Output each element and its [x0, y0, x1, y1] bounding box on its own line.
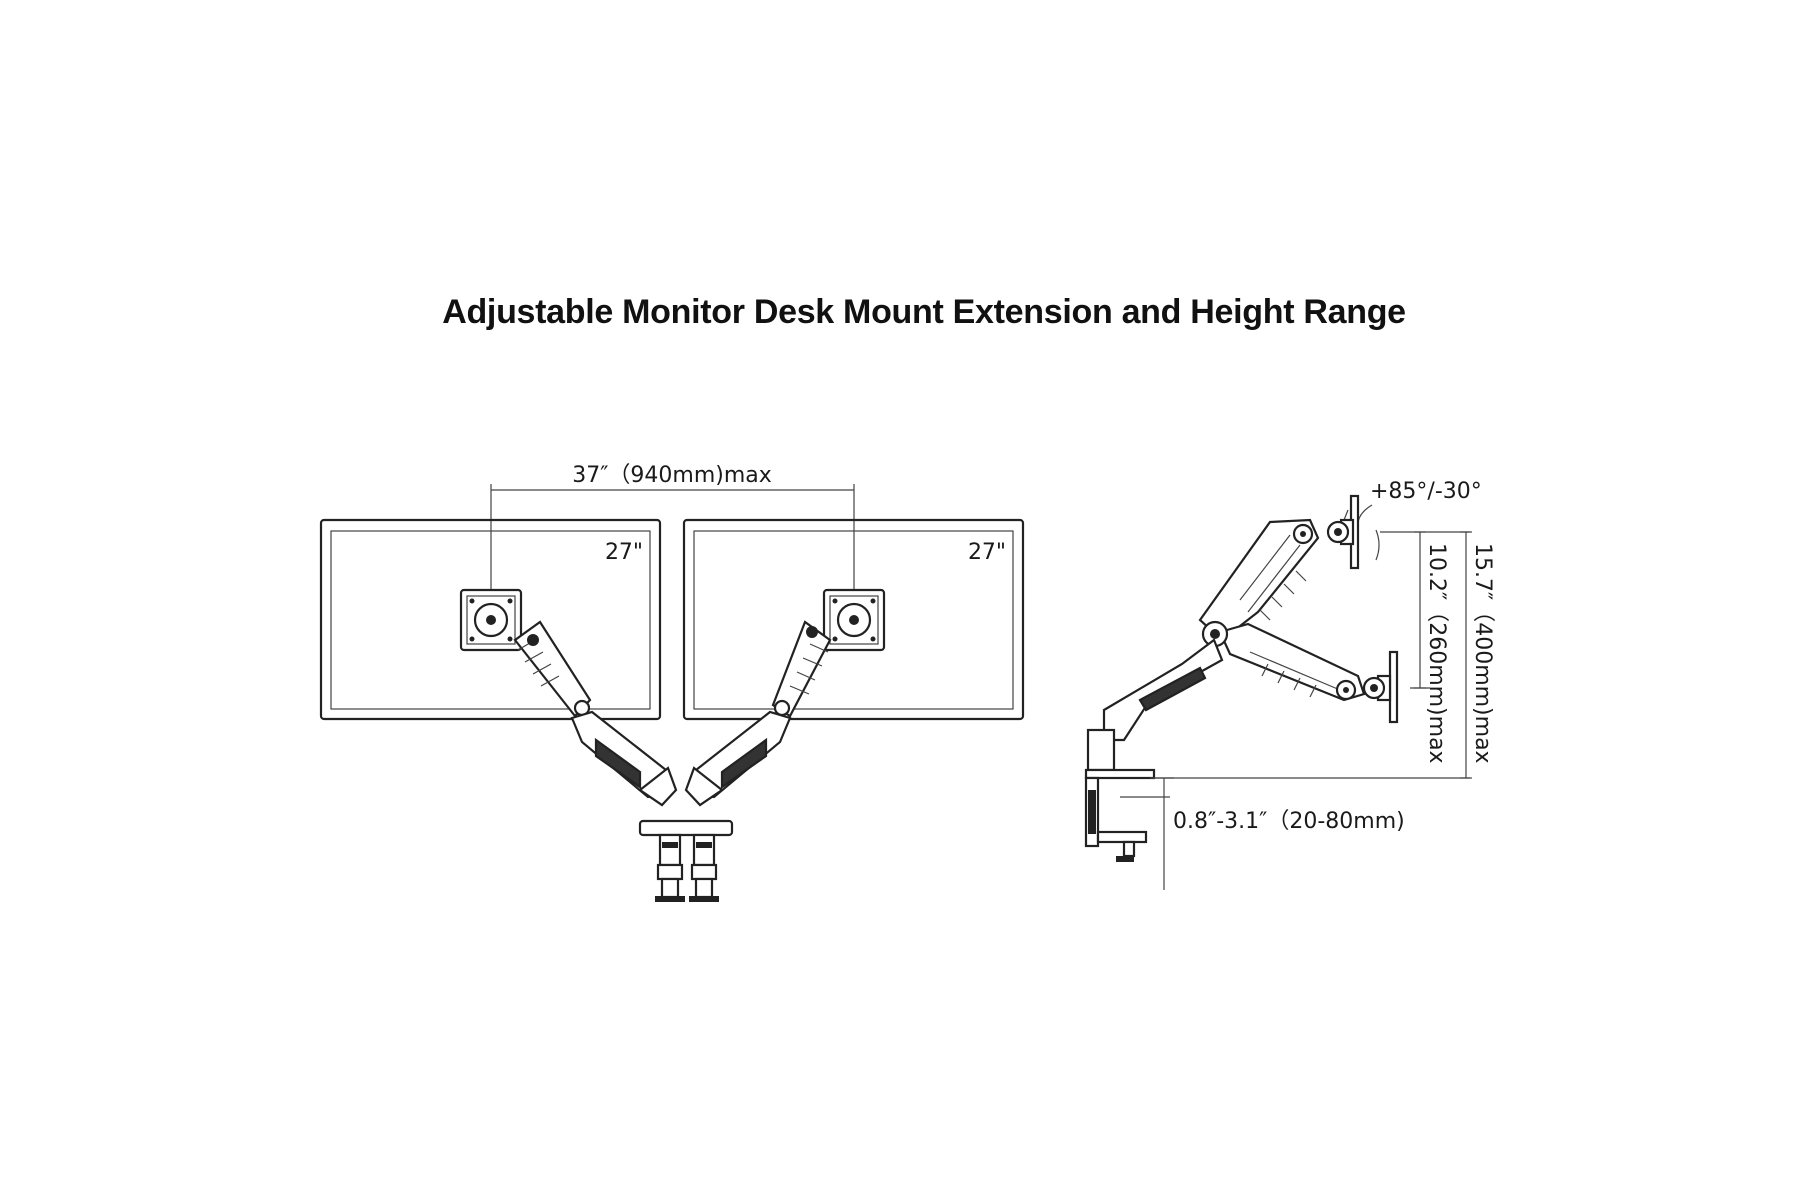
side-lower-arm	[1102, 638, 1224, 742]
front-view: 37″（940mm)max 27"	[319, 463, 1025, 902]
left-upper-arm	[513, 620, 592, 718]
left-vesa-plate	[459, 588, 523, 652]
height-short-label: 10.2″（260mm)max	[1424, 543, 1449, 764]
left-monitor: 27"	[319, 518, 678, 807]
height-dimensions: 10.2″（260mm)max 15.7″（400mm)max	[1150, 531, 1495, 779]
extension-dimension: 37″（940mm)max	[490, 463, 855, 620]
diagram-title: Adjustable Monitor Desk Mount Extension …	[442, 293, 1406, 331]
right-upper-arm	[771, 620, 832, 718]
clamp-label: 0.8″-3.1″（20-80mm)	[1173, 809, 1405, 834]
right-vesa-plate	[822, 588, 886, 652]
right-monitor-size: 27"	[968, 540, 1006, 565]
side-clamp	[1084, 728, 1156, 862]
height-long-label: 15.7″（400mm)max	[1470, 543, 1495, 764]
left-monitor-size: 27"	[605, 540, 643, 565]
clamp-dimension: 0.8″-3.1″（20-80mm)	[1120, 777, 1405, 890]
tilt-label: +85°/-30°	[1370, 479, 1482, 504]
right-monitor: 27"	[682, 518, 1025, 807]
extension-label: 37″（940mm)max	[572, 463, 772, 488]
lowered-monitor-plate	[1362, 650, 1399, 724]
left-lower-arm	[570, 710, 678, 807]
lowered-upper-arm	[1218, 622, 1366, 702]
tilt-indicator: +85°/-30°	[1343, 479, 1482, 561]
side-view: +85°/-30°	[1084, 479, 1495, 890]
raised-monitor-plate	[1326, 494, 1360, 570]
right-lower-arm	[684, 710, 792, 807]
front-clamp-base	[638, 819, 734, 902]
